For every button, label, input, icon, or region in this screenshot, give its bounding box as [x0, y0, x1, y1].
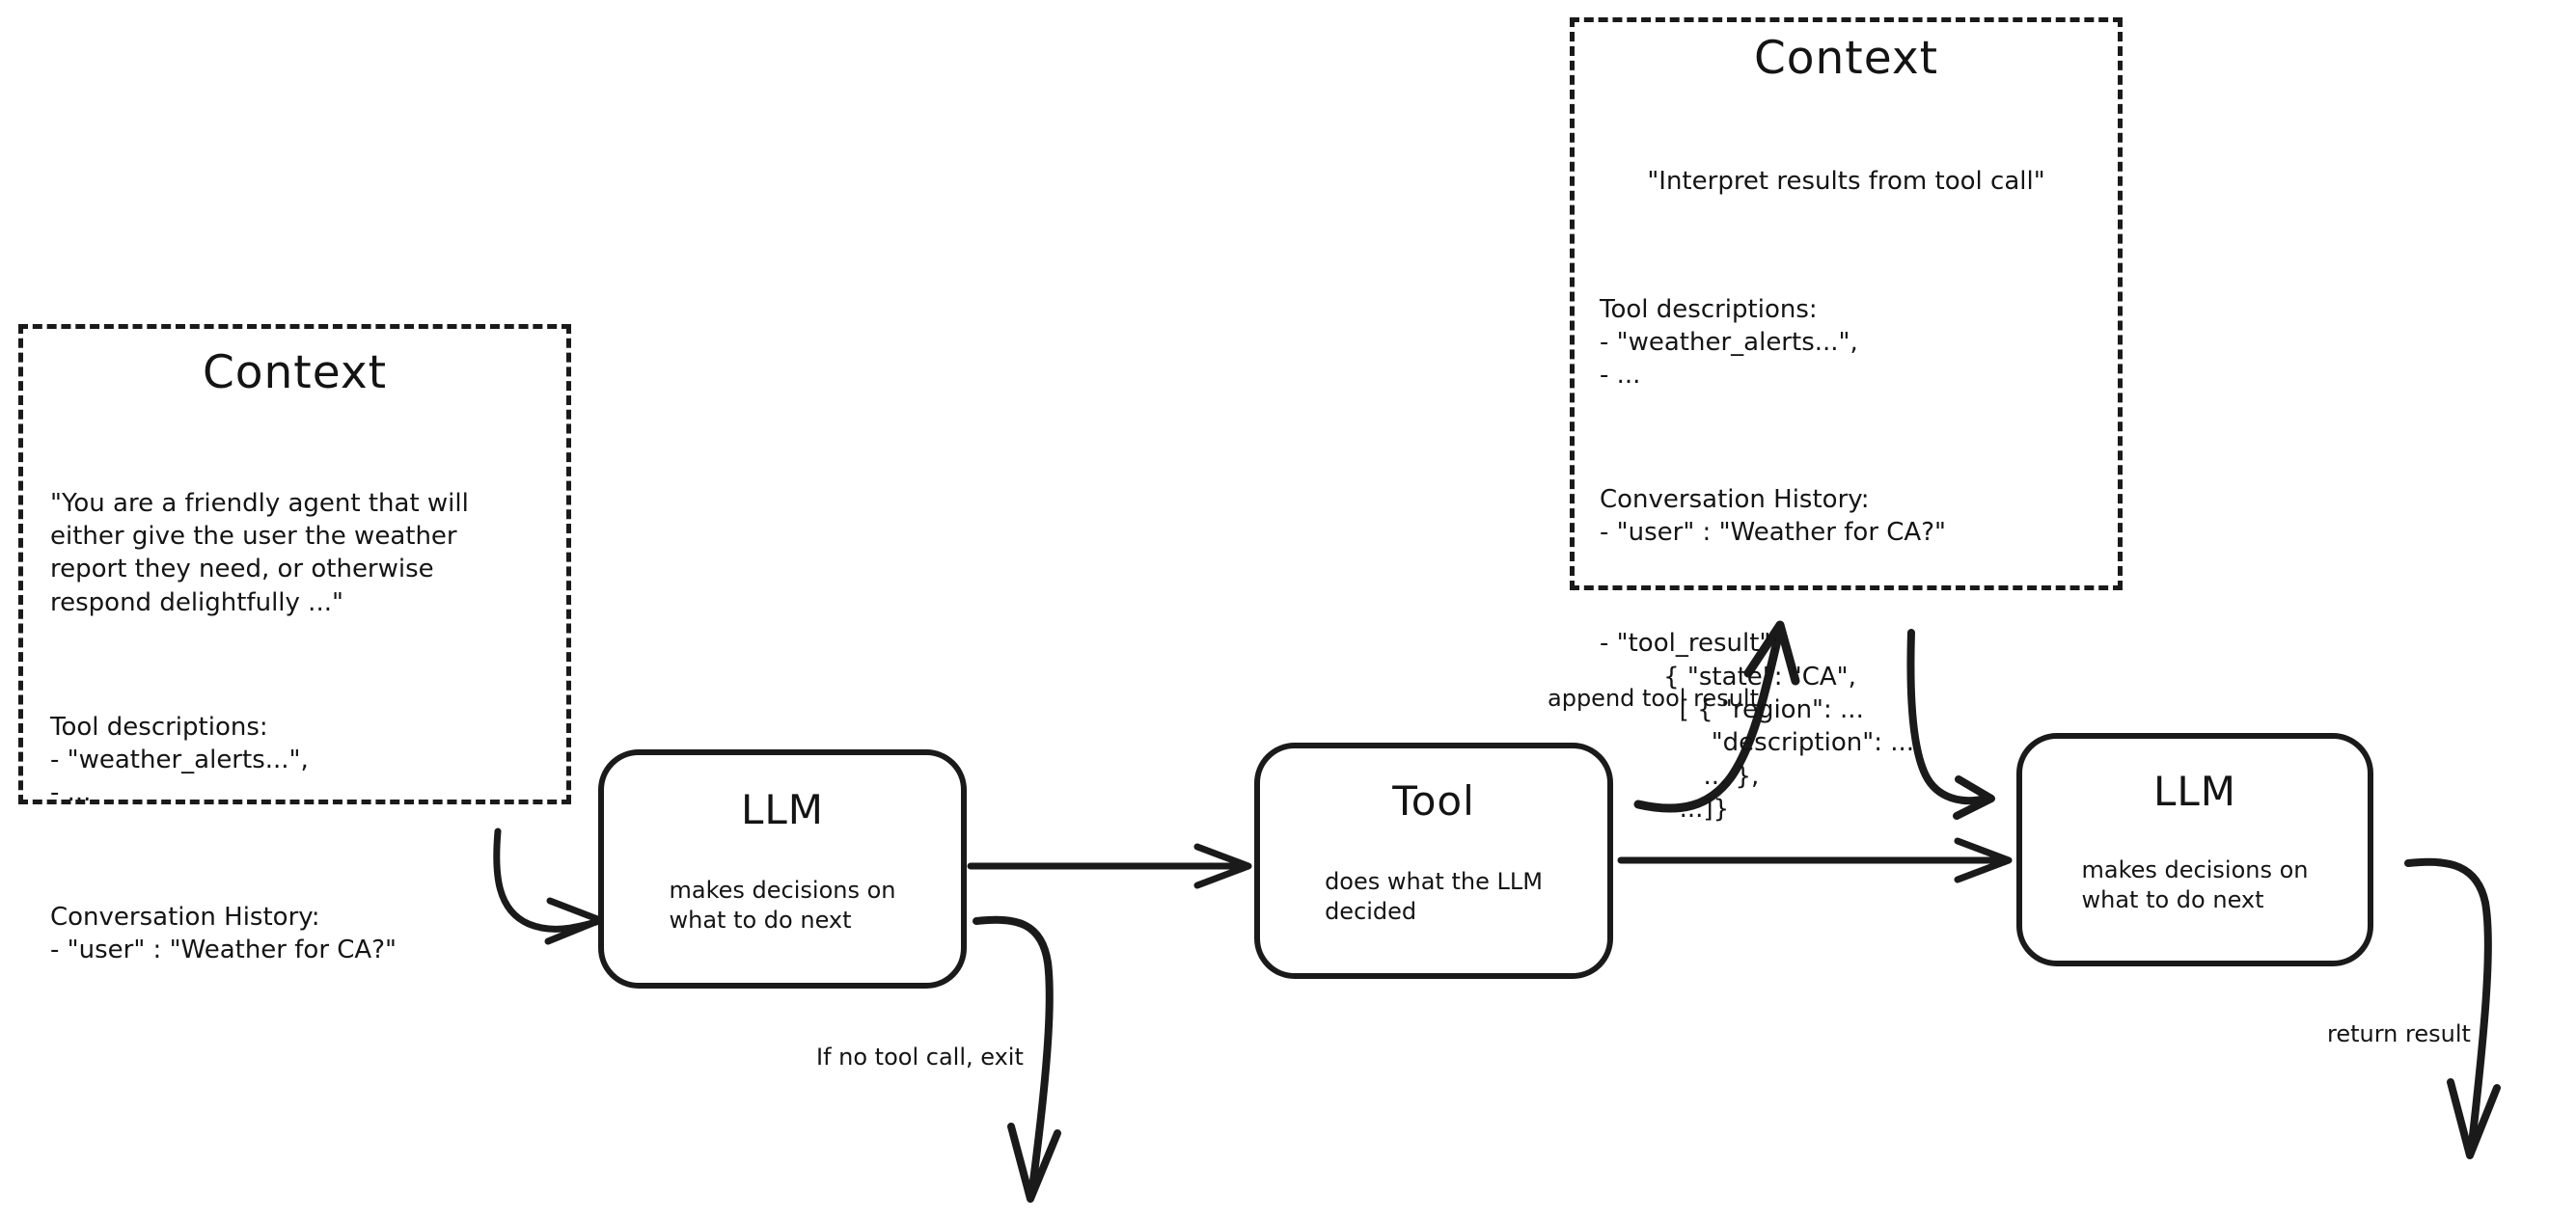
edge-label-if-no-tool-call-exit: If no tool call, exit — [816, 1044, 1024, 1071]
context-left-title: Context — [202, 346, 388, 399]
context-left-system-prompt: "You are a friendly agent that will eith… — [50, 488, 469, 617]
context-left-body: "You are a friendly agent that will eith… — [50, 421, 539, 1033]
context-right-conversation-history: Conversation History: - "user" : "Weathe… — [1600, 485, 1946, 548]
edge-label-return-result: return result — [2327, 1020, 2471, 1047]
node-llm-2-title: LLM — [2152, 768, 2237, 815]
context-right-instruction: "Interpret results from tool call" — [1647, 166, 2045, 196]
context-right-tool-descriptions: Tool descriptions: - "weather_alerts..."… — [1600, 294, 1858, 391]
node-llm-1-subtitle: makes decisions on what to do next — [669, 877, 896, 934]
edge-llm2-return — [2404, 857, 2501, 1159]
node-tool[interactable]: Tool does what the LLM decided — [1254, 743, 1613, 979]
context-left-tool-descriptions: Tool descriptions: - "weather_alerts..."… — [50, 712, 309, 808]
context-right-tool-result: - "tool_result": { "state": "CA", [ { "r… — [1600, 629, 1915, 824]
edge-llm1-to-tool — [967, 843, 1252, 889]
context-left-conversation-history: Conversation History: - "user" : "Weathe… — [50, 903, 397, 965]
node-llm-2[interactable]: LLM makes decisions on what to do next — [2016, 733, 2373, 966]
node-tool-title: Tool — [1392, 777, 1475, 825]
edge-label-append-tool-result: append tool result — [1548, 685, 1759, 712]
node-llm-1[interactable]: LLM makes decisions on what to do next — [598, 749, 967, 989]
node-llm-2-subtitle: makes decisions on what to do next — [2081, 856, 2309, 913]
context-right-title: Context — [1753, 32, 1939, 85]
context-box-left: Context "You are a friendly agent that w… — [18, 324, 571, 964]
context-box-right: Context "Interpret results from tool cal… — [1570, 17, 2123, 824]
node-tool-subtitle: does what the LLM decided — [1325, 868, 1543, 925]
node-llm-1-title: LLM — [740, 786, 825, 833]
context-right-body: "Interpret results from tool call" Tool … — [1600, 98, 2093, 892]
